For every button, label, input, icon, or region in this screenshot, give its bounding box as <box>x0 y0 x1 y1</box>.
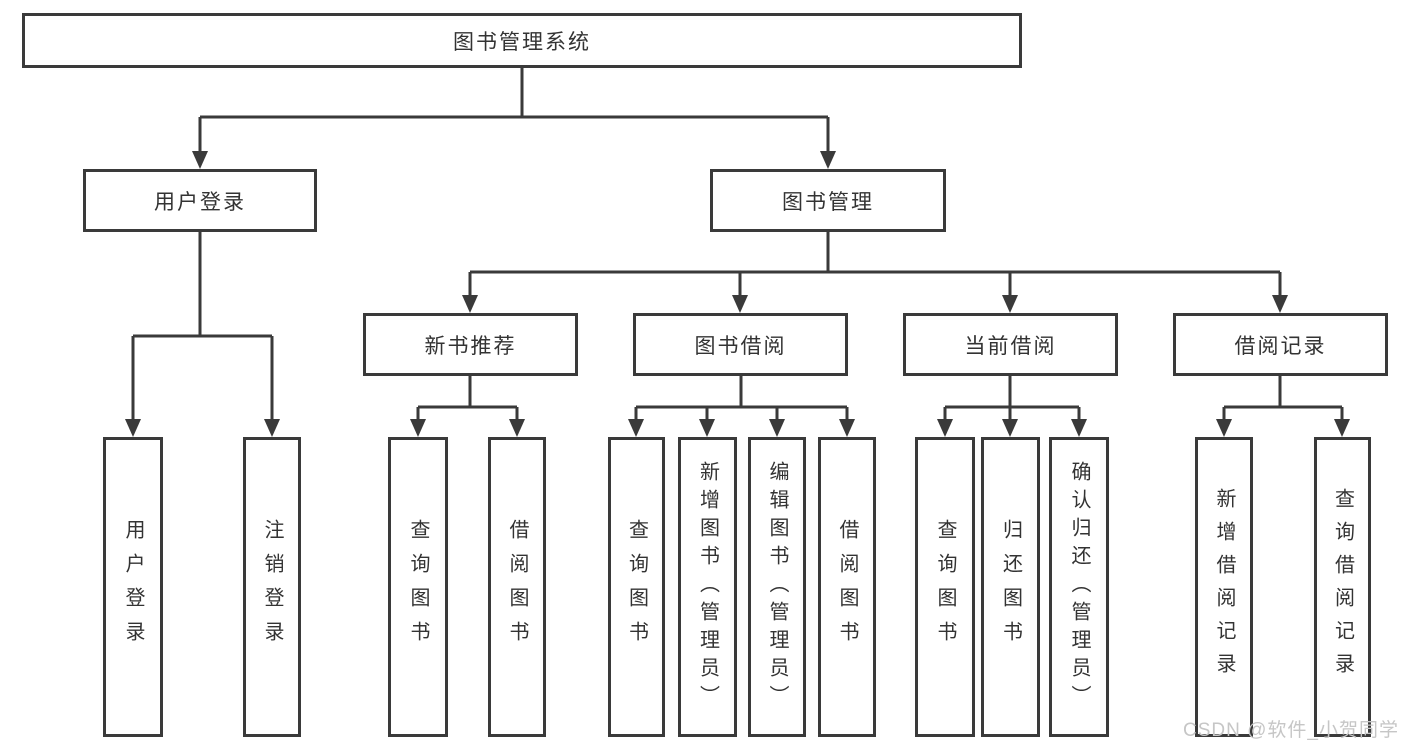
leaf-edit-books-admin-label: 编辑图书（管理员） <box>766 461 788 713</box>
leaf-query-borrow-record: 查询借阅记录 <box>1314 437 1371 737</box>
arrow-down-icon <box>628 419 644 437</box>
leaf-newbooks-query-books: 查询图书 <box>388 437 448 737</box>
node-book-borrowing: 图书借阅 <box>633 313 848 376</box>
leaf-add-borrow-record: 新增借阅记录 <box>1195 437 1253 737</box>
arrow-down-icon <box>1272 295 1288 313</box>
node-borrow-records-label: 借阅记录 <box>1234 334 1327 358</box>
arrow-down-icon <box>839 419 855 437</box>
arrow-down-icon <box>410 419 426 437</box>
leaf-borrowing-borrow-books: 借阅图书 <box>818 437 876 737</box>
leaf-newbooks-borrow-books: 借阅图书 <box>488 437 546 737</box>
csdn-watermark: CSDN @软件_小贺同学 <box>1183 720 1399 741</box>
arrow-down-icon <box>1002 419 1018 437</box>
leaf-query-borrow-record-label: 查询借阅记录 <box>1331 488 1354 686</box>
leaf-borrowing-query-books: 查询图书 <box>608 437 665 737</box>
leaf-return-books-label: 归还图书 <box>999 519 1022 655</box>
node-current-borrowing: 当前借阅 <box>903 313 1118 376</box>
arrow-down-icon <box>1334 419 1350 437</box>
connector-book-borrow-split <box>634 376 849 421</box>
node-new-book-recommend: 新书推荐 <box>363 313 578 376</box>
leaf-edit-books-admin: 编辑图书（管理员） <box>748 437 806 737</box>
arrow-down-icon <box>1216 419 1232 437</box>
connector-root-split <box>198 68 830 153</box>
connector-user-login-split <box>131 232 274 421</box>
arrow-down-icon <box>264 419 280 437</box>
node-user-login-label: 用户登录 <box>154 190 246 214</box>
leaf-newbooks-borrow-books-label: 借阅图书 <box>506 519 528 655</box>
leaf-borrowing-borrow-books-label: 借阅图书 <box>836 519 858 655</box>
leaf-logout-label: 注销登录 <box>261 519 283 655</box>
node-root-label: 图书管理系统 <box>453 30 591 54</box>
arrow-down-icon <box>462 295 478 313</box>
leaf-confirm-return-admin-label: 确认归还（管理员） <box>1068 461 1090 713</box>
leaf-newbooks-query-books-label: 查询图书 <box>407 519 429 655</box>
leaf-user-login-label: 用户登录 <box>122 519 144 655</box>
arrow-down-icon <box>1071 419 1087 437</box>
leaf-borrowing-query-books-label: 查询图书 <box>625 519 648 655</box>
arrow-down-icon <box>509 419 525 437</box>
node-root: 图书管理系统 <box>22 13 1022 68</box>
arrow-down-icon <box>699 419 715 437</box>
node-user-login: 用户登录 <box>83 169 317 232</box>
arrowheads <box>125 151 1350 437</box>
leaf-add-books-admin-label: 新增图书（管理员） <box>696 461 719 713</box>
connector-current-borrow-split <box>943 376 1081 421</box>
leaf-current-query-books: 查询图书 <box>915 437 975 737</box>
node-book-management: 图书管理 <box>710 169 946 232</box>
arrow-down-icon <box>937 419 953 437</box>
leaf-confirm-return-admin: 确认归还（管理员） <box>1049 437 1109 737</box>
leaf-add-borrow-record-label: 新增借阅记录 <box>1213 488 1235 686</box>
node-book-management-label: 图书管理 <box>782 190 874 214</box>
arrow-down-icon <box>820 151 836 169</box>
arrow-down-icon <box>769 419 785 437</box>
arrow-down-icon <box>732 295 748 313</box>
node-new-book-recommend-label: 新书推荐 <box>424 334 517 358</box>
leaf-add-books-admin: 新增图书（管理员） <box>678 437 737 737</box>
leaf-logout: 注销登录 <box>243 437 301 737</box>
arrow-down-icon <box>125 419 141 437</box>
leaf-user-login: 用户登录 <box>103 437 163 737</box>
leaf-return-books: 归还图书 <box>981 437 1040 737</box>
arrow-down-icon <box>192 151 208 169</box>
leaf-current-query-books-label: 查询图书 <box>934 519 956 655</box>
connector-book-mgmt-split <box>468 232 1282 297</box>
connector-new-books-split <box>416 376 519 421</box>
arrow-down-icon <box>1002 295 1018 313</box>
node-book-borrowing-label: 图书借阅 <box>694 334 787 358</box>
connector-borrow-records-split <box>1222 376 1344 421</box>
node-borrow-records: 借阅记录 <box>1173 313 1388 376</box>
node-current-borrowing-label: 当前借阅 <box>964 334 1057 358</box>
